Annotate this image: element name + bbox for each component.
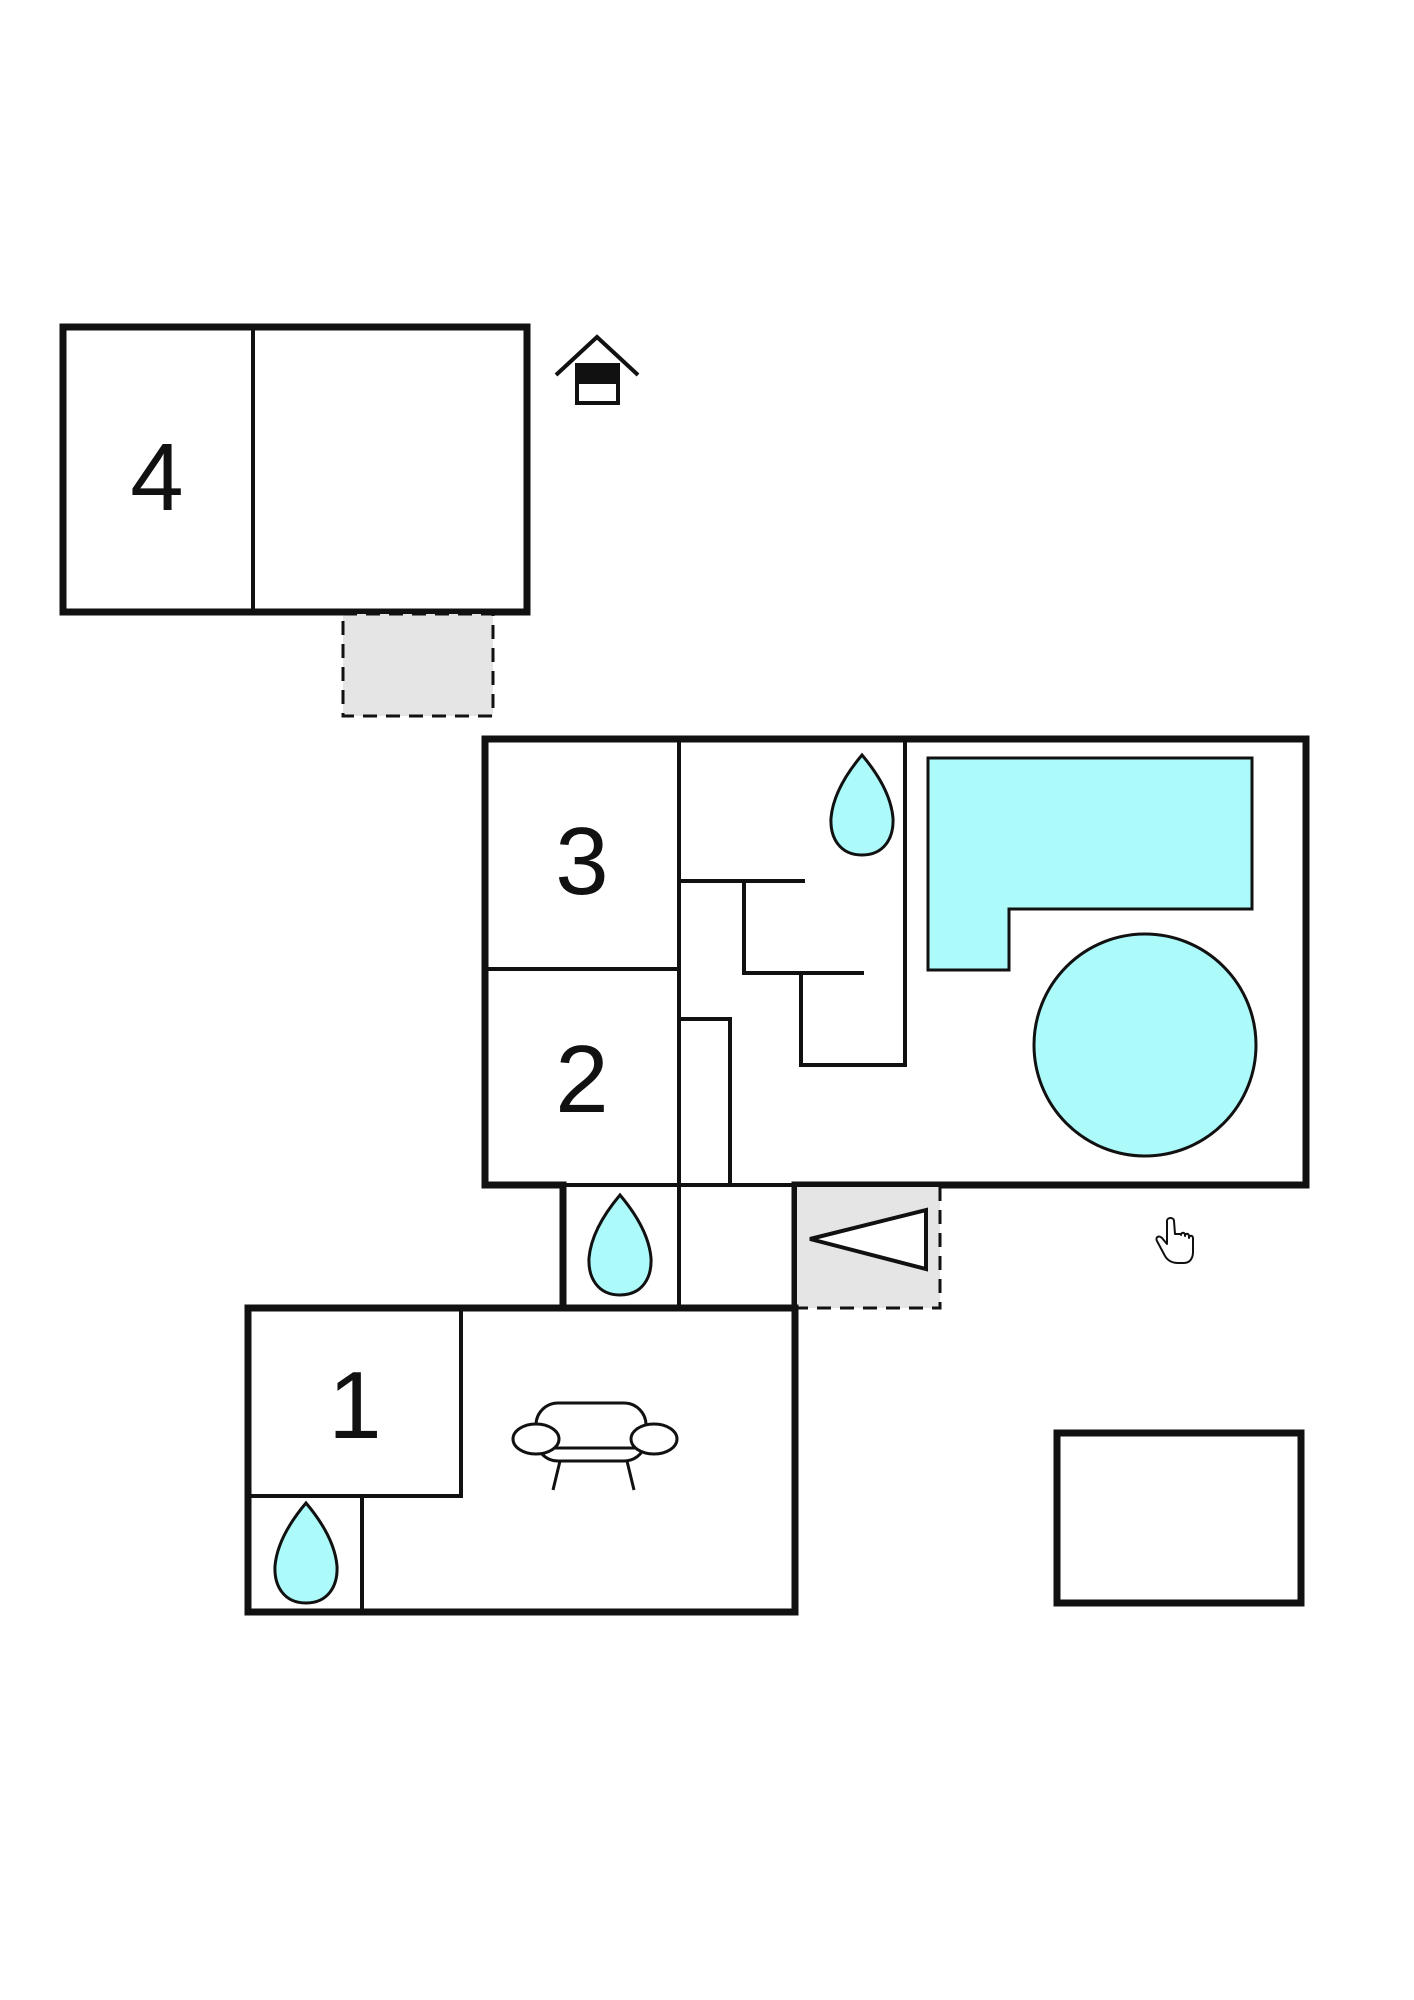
hall-wall-middle bbox=[742, 879, 864, 975]
entrance-arrow-icon bbox=[809, 1207, 928, 1272]
shower-icon bbox=[273, 1500, 339, 1605]
room-3-number: 3 bbox=[555, 808, 608, 915]
garage-icon bbox=[554, 334, 640, 405]
outbuilding-terrace bbox=[341, 612, 495, 718]
outbuilding-walls bbox=[59, 323, 531, 616]
main-house: 3 2 bbox=[481, 735, 1310, 1312]
room-1-walls bbox=[246, 1306, 463, 1498]
entrance-porch-outline bbox=[797, 1187, 942, 1310]
outbuilding: 4 bbox=[59, 323, 531, 718]
lower-wing: 1 bbox=[244, 1304, 799, 1616]
room-1-number: 1 bbox=[328, 1352, 381, 1459]
lower-wing-walls bbox=[244, 1304, 799, 1616]
outdoor-structure bbox=[1053, 1429, 1305, 1607]
sofa-icon bbox=[511, 1401, 679, 1491]
pointer-cursor-icon bbox=[1155, 1217, 1194, 1264]
room-2-number: 2 bbox=[555, 1026, 608, 1133]
pool-icon bbox=[926, 756, 1254, 972]
room-4-number: 4 bbox=[130, 424, 183, 531]
hall-wall-lower bbox=[799, 971, 907, 1067]
jacuzzi-icon bbox=[1032, 932, 1258, 1158]
bathroom-icon bbox=[829, 752, 895, 857]
closet-wall bbox=[677, 1017, 732, 1187]
bathroom-icon bbox=[587, 1192, 653, 1297]
